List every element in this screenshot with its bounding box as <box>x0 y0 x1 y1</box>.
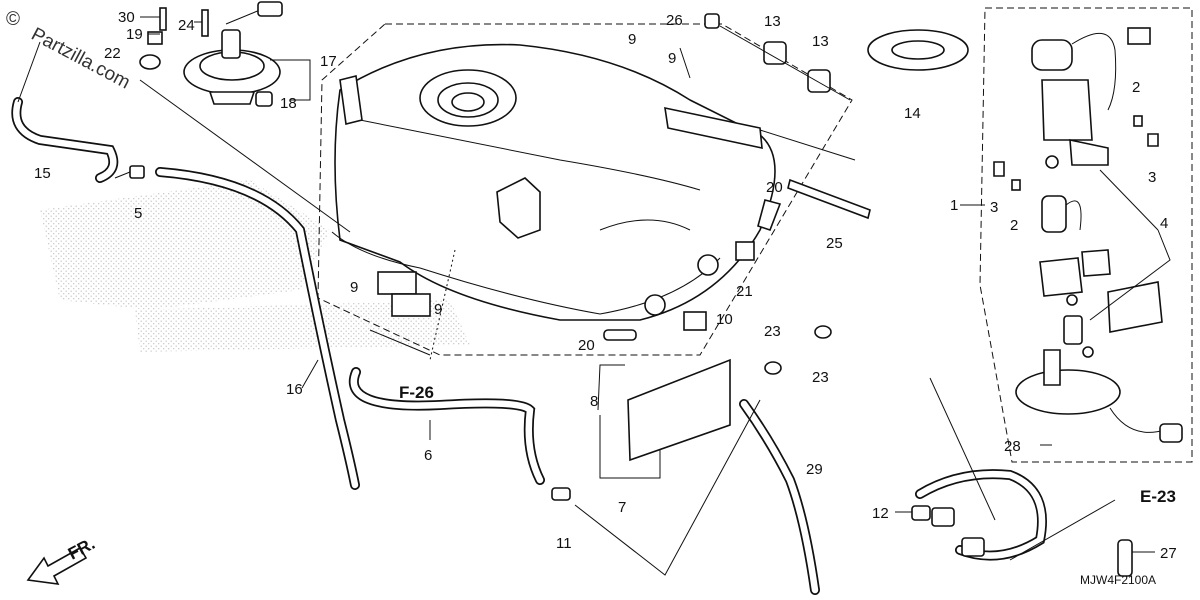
callout-3a: 3 <box>1148 169 1156 186</box>
callout-13a: 13 <box>764 13 781 30</box>
callout-9c: 9 <box>350 279 358 296</box>
callout-8: 8 <box>590 393 598 410</box>
callout-15: 15 <box>34 165 51 182</box>
callout-24: 24 <box>178 17 195 34</box>
hoses <box>11 97 1133 595</box>
callout-21: 21 <box>736 283 753 300</box>
front-arrow-icon <box>26 546 88 585</box>
callout-28: 28 <box>1004 438 1021 455</box>
callout-27: 27 <box>1160 545 1177 562</box>
leader-lines <box>17 16 1171 576</box>
callout-20a: 20 <box>766 179 783 196</box>
callout-5: 5 <box>134 205 142 222</box>
ref-e23: E-23 <box>1140 487 1176 506</box>
callout-7: 7 <box>618 499 626 516</box>
callout-2a: 2 <box>1132 79 1140 96</box>
callout-19: 19 <box>126 26 143 43</box>
callout-9a: 9 <box>628 31 636 48</box>
callout-30: 30 <box>118 9 135 26</box>
callout-4: 4 <box>1160 215 1168 232</box>
callout-23a: 23 <box>764 323 781 340</box>
fuel-tank <box>317 23 853 356</box>
callout-11: 11 <box>556 535 572 552</box>
callout-20b: 20 <box>578 337 595 354</box>
callout-22: 22 <box>104 45 121 62</box>
ref-f26: F-26 <box>399 383 434 402</box>
callout-12: 12 <box>872 505 889 522</box>
diagram-code: MJW4F2100A <box>1080 573 1156 587</box>
fuel-cap-assembly <box>139 1 283 107</box>
callout-3b: 3 <box>990 199 998 216</box>
callout-9d: 9 <box>434 301 442 318</box>
callout-13b: 13 <box>812 33 829 50</box>
callout-14: 14 <box>904 105 921 122</box>
callout-1: 1 <box>950 197 958 214</box>
callout-29: 29 <box>806 461 823 478</box>
callouts: 30 24 19 22 17 18 15 5 16 6 11 26 13 13 … <box>34 9 1177 562</box>
background-logo <box>40 180 470 352</box>
callout-23b: 23 <box>812 369 829 386</box>
callout-6: 6 <box>424 447 432 464</box>
fuel-pump-assembly <box>979 7 1193 463</box>
callout-10: 10 <box>716 311 733 328</box>
small-parts <box>377 13 969 462</box>
copyright-symbol: © <box>6 9 20 30</box>
callout-25: 25 <box>826 235 843 252</box>
callout-18: 18 <box>280 95 297 112</box>
callout-17: 17 <box>320 53 337 70</box>
callout-2b: 2 <box>1010 217 1018 234</box>
callout-16: 16 <box>286 381 303 398</box>
callout-9b: 9 <box>668 50 676 67</box>
callout-26: 26 <box>666 12 683 29</box>
